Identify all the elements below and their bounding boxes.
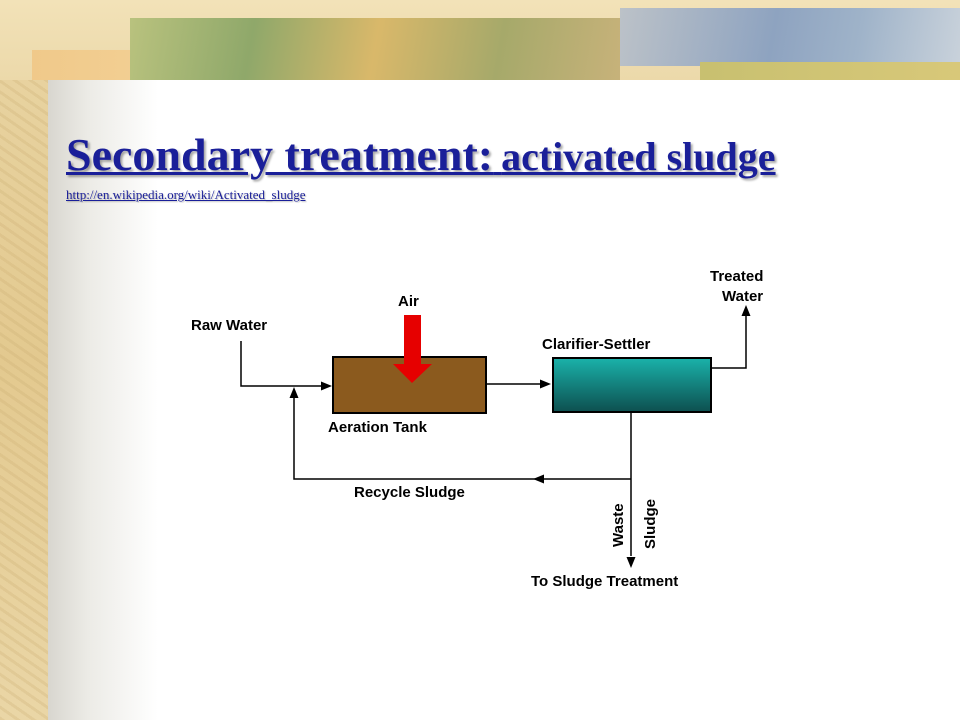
recycle-sludge-arrowhead-mid: [533, 474, 544, 484]
label-treated-water-line2: Water: [722, 288, 763, 305]
sludge-drop-arrowhead: [626, 557, 636, 568]
recycle-sludge-arrowhead-up: [289, 387, 299, 398]
treated-water-arrowhead: [741, 305, 751, 316]
label-raw-water: Raw Water: [191, 317, 267, 334]
decorative-banner-gold: [700, 62, 960, 80]
slide-content-area: [48, 80, 960, 720]
label-clarifier: Clarifier-Settler: [542, 336, 651, 353]
label-aeration-tank: Aeration Tank: [328, 419, 428, 436]
title-sub: activated sludge: [501, 134, 776, 179]
label-air: Air: [398, 293, 419, 310]
label-to-sludge-treatment: To Sludge Treatment: [531, 573, 678, 590]
source-link[interactable]: http://en.wikipedia.org/wiki/Activated_s…: [66, 187, 306, 202]
title-main: Secondary treatment:: [66, 129, 494, 180]
slide-title[interactable]: Secondary treatment: activated sludge: [66, 128, 776, 181]
label-treated-water-line1: Treated: [710, 268, 763, 285]
background-left-strip: [0, 0, 48, 720]
clarifier-settler: [552, 357, 712, 413]
tank-to-clarifier-arrowhead: [540, 379, 551, 389]
air-arrow-shaft: [404, 315, 421, 365]
label-sludge: Sludge: [642, 499, 659, 549]
label-recycle-sludge: Recycle Sludge: [354, 484, 465, 501]
recycle-sludge-line: [293, 398, 631, 480]
decorative-banner-blue: [620, 8, 960, 66]
decorative-banner-leaves: [130, 18, 620, 80]
air-arrow-head: [393, 364, 432, 383]
raw-water-line: [240, 341, 322, 387]
treated-water-line: [711, 316, 747, 369]
label-waste: Waste: [610, 503, 627, 547]
raw-water-arrowhead: [321, 381, 332, 391]
